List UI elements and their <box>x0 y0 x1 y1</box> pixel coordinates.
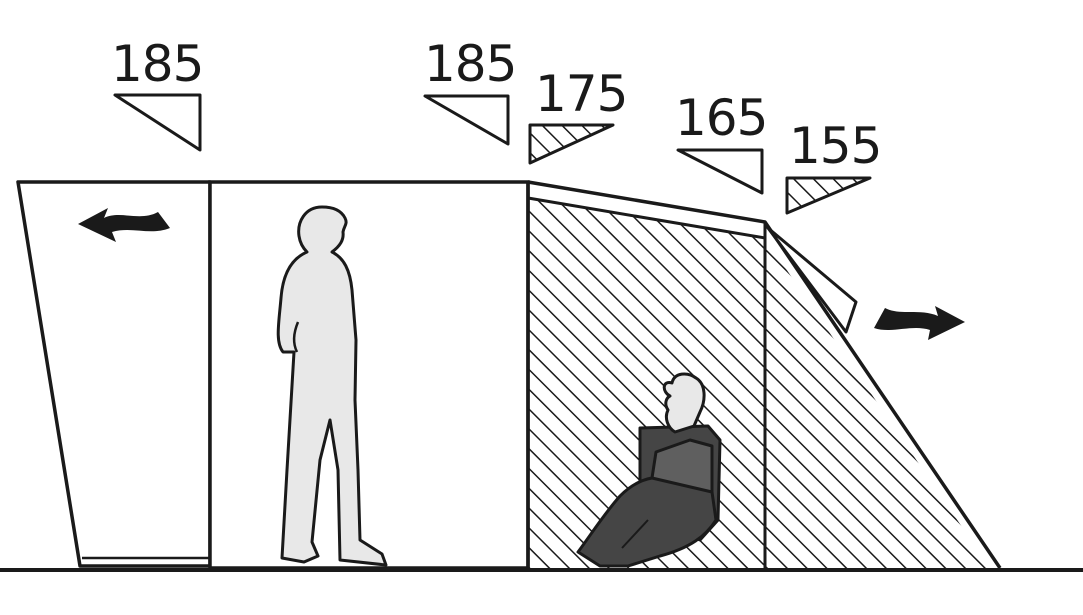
height-triangle-5 <box>785 176 872 215</box>
sitting-person-icon <box>576 372 722 568</box>
height-marker-1: 185 <box>111 35 204 152</box>
height-label-4: 165 <box>675 89 767 147</box>
height-triangle-3 <box>528 123 615 165</box>
standing-person-icon <box>276 205 388 567</box>
open-door-flap <box>766 226 858 334</box>
height-marker-3: 175 <box>528 65 628 165</box>
height-label-3: 175 <box>535 65 627 123</box>
height-triangle-1 <box>113 93 202 152</box>
height-label-1: 185 <box>111 35 203 93</box>
height-marker-5: 155 <box>785 117 882 215</box>
height-marker-2: 185 <box>423 35 517 146</box>
height-label-5: 155 <box>789 117 881 175</box>
height-triangle-4 <box>676 148 764 195</box>
living-area-panel <box>208 180 530 570</box>
height-label-2: 185 <box>424 35 516 93</box>
height-marker-4: 165 <box>675 89 768 195</box>
height-triangle-2 <box>423 94 510 146</box>
bedroom-section-2 <box>765 238 990 568</box>
right-arrow-icon <box>874 306 965 340</box>
left-arrow-icon <box>78 208 170 242</box>
